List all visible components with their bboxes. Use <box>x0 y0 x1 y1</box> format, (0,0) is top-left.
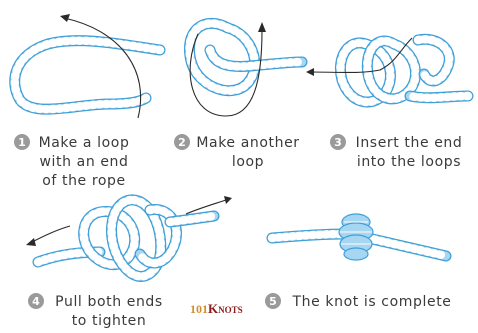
arrow-step-4-left <box>32 226 70 242</box>
step-1-caption-line-2: with an end <box>39 154 128 170</box>
step-5-number: 5 <box>269 295 277 308</box>
step-1-caption-line-1: Make a loop <box>39 135 130 151</box>
arrow-head-step-4-left <box>26 238 36 246</box>
rope-step-3-end-layer-3 <box>410 96 468 98</box>
step-4-caption-line-2: to tighten <box>72 313 147 329</box>
step-5-caption-line-1: The knot is complete <box>292 294 452 310</box>
arrow-head-step-3 <box>306 68 314 76</box>
step-1-illustration <box>15 14 160 118</box>
rope-step-1 <box>15 41 160 110</box>
svg-text:101KNOTS: 101KNOTS <box>190 301 243 316</box>
rope-step-4-right-end <box>170 216 214 222</box>
step-2-caption-line-2: loop <box>232 154 264 170</box>
rope-step-3-end <box>410 96 468 98</box>
step-2-caption-line-1: Make another <box>196 135 299 151</box>
step-2-illustration <box>189 22 302 116</box>
rope-step-2-loop-a <box>189 23 254 90</box>
step-4-illustration <box>26 196 232 276</box>
step-1-caption-line-3: of the rope <box>42 173 125 189</box>
step-1-caption: 1 Make a loop with an end of the rope <box>14 134 129 189</box>
knot-step-5 <box>339 214 373 260</box>
step-3-number: 3 <box>334 136 342 149</box>
rope-step-5-right-end-layer-3 <box>368 238 446 256</box>
rope-step-5-left-end-layer-3 <box>272 234 344 238</box>
step-3-caption-line-2: into the loops <box>357 154 461 170</box>
step-4-number: 4 <box>32 295 40 308</box>
arrow-head-step-4-right <box>224 196 232 204</box>
arrow-head-step-1 <box>60 14 70 22</box>
brand-logo: 101KNOTS <box>190 301 243 316</box>
logo-rest: NOTS <box>218 305 243 315</box>
step-2-caption: 2 Make another loop <box>174 134 300 170</box>
step-5-caption: 5 The knot is complete <box>265 293 452 310</box>
rope-step-5-left-end <box>272 234 344 238</box>
step-2-number: 2 <box>178 136 186 149</box>
step-4-caption: 4 Pull both ends to tighten <box>28 293 163 329</box>
step-1-number: 1 <box>18 136 26 149</box>
step-4-caption-line-1: Pull both ends <box>55 294 163 310</box>
step-3-caption-line-1: Insert the end <box>356 135 463 151</box>
rope-step-3-loop-c <box>418 39 449 81</box>
step-3-illustration <box>306 38 468 102</box>
logo-number: 101 <box>190 302 208 316</box>
rope-step-5-right-end <box>368 238 446 256</box>
arrow-head-step-2 <box>258 22 266 32</box>
step-3-caption: 3 Insert the end into the loops <box>330 134 462 170</box>
step-5-illustration <box>272 214 446 260</box>
